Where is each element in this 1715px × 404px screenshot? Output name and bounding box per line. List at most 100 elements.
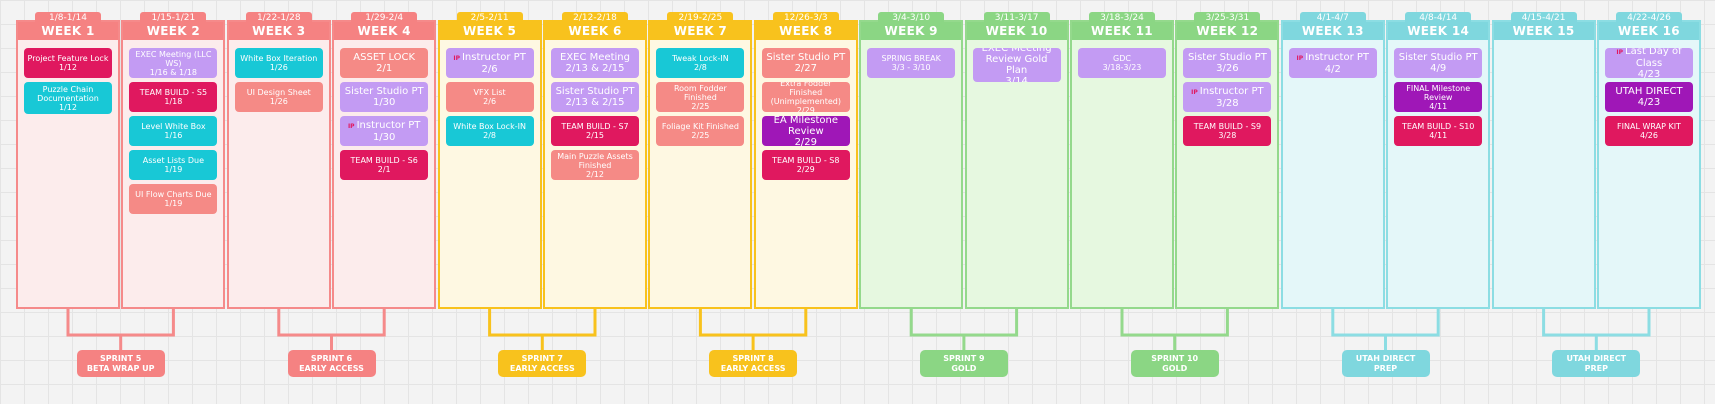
- sprint-bracket: [66, 309, 175, 350]
- milestone-card[interactable]: UTAH DIRECT 4/23: [1605, 82, 1693, 112]
- milestone-card[interactable]: TEAM BUILD - S7 2/15: [551, 116, 639, 146]
- milestone-card[interactable]: EXEC Meeting (LLC WS) 1/16 & 1/18: [129, 48, 218, 78]
- milestone-card[interactable]: ASSET LOCK 2/1: [340, 48, 429, 78]
- milestone-card[interactable]: EA Milestone Review 2/29: [761, 116, 850, 146]
- sprint-label-line: EARLY ACCESS: [509, 363, 575, 373]
- week-title: WEEK 5: [439, 22, 540, 40]
- milestone-card[interactable]: Puzzle Chain Documentation 1/12: [24, 82, 112, 114]
- week-title: WEEK 13: [1282, 22, 1383, 40]
- milestone-card-text: EXEC Meeting Review Gold Plan 3/14: [976, 48, 1058, 82]
- milestone-card-label: Project Feature Lock 1/12: [27, 54, 109, 72]
- milestone-card[interactable]: TEAM BUILD - S9 3/28: [1183, 116, 1272, 146]
- milestone-card-text: Extra Fodder Finished (Unimplemented) 2/…: [765, 82, 847, 112]
- milestone-card-text: Asset Lists Due 1/19: [143, 156, 204, 174]
- milestone-card-text: FINAL Milestone Review 4/11: [1397, 84, 1479, 111]
- milestone-card[interactable]: EXEC Meeting 2/13 & 2/15: [551, 48, 639, 78]
- milestone-card-label: Sister Studio PT 3/26: [1187, 52, 1267, 74]
- milestone-card[interactable]: Asset Lists Due 1/19: [129, 150, 218, 180]
- milestone-card[interactable]: GDC 3/18-3/23: [1078, 48, 1166, 78]
- sprint-bracket: [488, 309, 597, 350]
- milestone-card-text: TEAM BUILD - S10 4/11: [1402, 122, 1474, 140]
- week-date-range: 4/1-4/7: [1299, 12, 1366, 24]
- milestone-card[interactable]: Main Puzzle Assets Finished 2/12: [551, 150, 639, 180]
- week-title: WEEK 7: [650, 22, 751, 40]
- week-date-range: 2/19-2/25: [667, 12, 734, 24]
- milestone-card-label: UI Design Sheet 1/26: [246, 88, 311, 106]
- milestone-card[interactable]: TEAM BUILD - S6 2/1: [340, 150, 429, 180]
- milestone-card-label: TEAM BUILD - S10 4/11: [1401, 122, 1475, 140]
- ip-flag-icon: IP: [1616, 49, 1624, 56]
- week-title: WEEK 12: [1177, 22, 1278, 40]
- milestone-card[interactable]: UI Flow Charts Due 1/19: [129, 184, 218, 214]
- milestone-card-text: Sister Studio PT 4/9: [1399, 52, 1478, 74]
- milestone-card[interactable]: Sister Studio PT 1/30: [340, 82, 429, 112]
- milestone-card[interactable]: White Box Lock-IN 2/8: [445, 116, 534, 146]
- milestone-card-label: Instructor PT 3/28: [1199, 85, 1264, 109]
- milestone-card[interactable]: Sister Studio PT 2/27: [761, 48, 850, 78]
- milestone-card[interactable]: Extra Fodder Finished (Unimplemented) 2/…: [761, 82, 850, 112]
- milestone-card-text: ASSET LOCK 2/1: [353, 52, 415, 74]
- week-title: WEEK 10: [966, 22, 1067, 40]
- milestone-card-label: FINAL WRAP KIT 4/26: [1617, 122, 1681, 140]
- week-title: WEEK 8: [755, 22, 856, 40]
- milestone-card[interactable]: Sister Studio PT 4/9: [1394, 48, 1483, 78]
- milestone-card[interactable]: Sister Studio PT 2/13 & 2/15: [551, 82, 639, 112]
- milestone-card-label: Puzzle Chain Documentation 1/12: [37, 84, 99, 112]
- milestone-card[interactable]: Tweak Lock-IN 2/8: [656, 48, 745, 78]
- milestone-card-label: Asset Lists Due 1/19: [142, 156, 205, 174]
- sprint-label-line: UTAH DIRECT: [1566, 353, 1627, 363]
- milestone-card[interactable]: TEAM BUILD - S10 4/11: [1394, 116, 1483, 146]
- milestone-card[interactable]: White Box Iteration 1/26: [234, 48, 323, 78]
- milestone-card-text: UI Design Sheet 1/26: [247, 88, 311, 106]
- milestone-card[interactable]: TEAM BUILD - S5 1/18: [129, 82, 218, 112]
- milestone-card[interactable]: FINAL WRAP KIT 4/26: [1605, 116, 1693, 146]
- milestone-card-label: Sister Studio PT 2/27: [766, 52, 846, 74]
- ip-flag-icon: IP: [453, 54, 460, 62]
- milestone-card[interactable]: Level White Box 1/16: [129, 116, 218, 146]
- milestone-card[interactable]: TEAM BUILD - S8 2/29: [761, 150, 850, 180]
- milestone-card[interactable]: Room Fodder Finished 2/25: [656, 82, 745, 112]
- milestone-card[interactable]: Project Feature Lock 1/12: [24, 48, 112, 78]
- milestone-card[interactable]: Sister Studio PT 3/26: [1183, 48, 1272, 78]
- sprint-label-line: SPRINT 6: [310, 353, 353, 363]
- milestone-card[interactable]: EXEC Meeting Review Gold Plan 3/14: [972, 48, 1061, 82]
- milestone-card-text: TEAM BUILD - S5 1/18: [140, 88, 207, 106]
- week-date-range: 2/5-2/11: [456, 12, 523, 24]
- milestone-card-label: ASSET LOCK 2/1: [353, 52, 416, 74]
- sprint-label-line: UTAH DIRECT: [1355, 353, 1416, 363]
- milestone-card-label: SPRING BREAK 3/3 - 3/10: [881, 54, 941, 72]
- milestone-card-text: Sister Studio PT 2/13 & 2/15: [556, 86, 635, 108]
- milestone-card[interactable]: UI Design Sheet 1/26: [234, 82, 323, 112]
- milestone-card[interactable]: FINAL Milestone Review 4/11: [1394, 82, 1483, 112]
- week-title: WEEK 15: [1493, 22, 1594, 40]
- milestone-card[interactable]: Foliage Kit Finished 2/25: [656, 116, 745, 146]
- milestone-card[interactable]: VFX List 2/6: [445, 82, 534, 112]
- sprint-label-line: GOLD: [1162, 363, 1188, 373]
- week-date-range: 2/12-2/18: [562, 12, 628, 24]
- milestone-card-text: Main Puzzle Assets Finished 2/12: [557, 152, 633, 179]
- milestone-card-label: Instructor PT 1/30: [356, 119, 421, 143]
- milestone-card-label: EXEC Meeting Review Gold Plan 3/14: [981, 48, 1052, 82]
- milestone-card[interactable]: SPRING BREAK 3/3 - 3/10: [867, 48, 956, 78]
